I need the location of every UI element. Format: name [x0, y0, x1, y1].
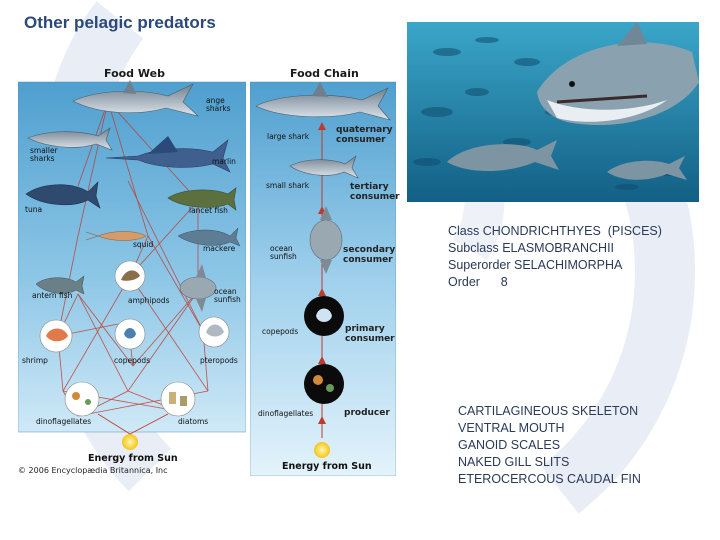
mackerel-illustration	[177, 227, 241, 247]
label-ocean-sunfish: ocean sunfish	[214, 287, 241, 304]
label-diatoms: diatoms	[178, 417, 209, 426]
food-chain-illustration	[250, 81, 396, 476]
label-marlin: marlin	[212, 157, 236, 166]
lancet-fish-illustration	[167, 187, 237, 211]
great-white-shark	[537, 22, 699, 126]
feature-skeleton: CARTILAGINEOUS SKELETON	[458, 404, 639, 418]
label-dinoflagellates: dinoflagellates	[36, 417, 92, 426]
food-chain-header: Food Chain	[290, 67, 359, 80]
food-chain-sun-caption: Energy from Sun	[282, 461, 372, 472]
label-shrimp: shrimp	[22, 356, 48, 365]
feature-mouth: VENTRAL MOUTH	[458, 421, 565, 435]
small-shark-illustration	[289, 155, 359, 179]
label-lantern-fish: antern fish	[32, 291, 73, 300]
marlin-illustration	[105, 136, 231, 173]
taxonomy-class: Class CHONDRICHTHYES (PISCES)	[448, 224, 662, 238]
chain-role-secondary: secondary consumer	[343, 245, 396, 265]
shark-photo	[407, 22, 699, 202]
squid-illustration	[85, 231, 147, 241]
copyright-notice: © 2006 Encyclopædia Britannica, Inc	[18, 466, 168, 475]
food-chain-diagram: Food Chain large shark quaternary consum…	[250, 66, 400, 476]
smaller-sharks-illustration	[27, 127, 113, 151]
feature-gill-slits: NAKED GILL SLITS	[458, 455, 570, 469]
taxonomy-subclass: Subclass ELASMOBRANCHII	[448, 241, 615, 255]
third-shark	[607, 156, 687, 180]
chain-sun-icon	[314, 442, 330, 458]
sun-icon	[122, 434, 138, 450]
food-web-sun-caption: Energy from Sun	[88, 453, 178, 464]
chain-organism-ocean-sunfish: ocean sunfish	[270, 244, 297, 261]
angel-shark-illustration	[72, 80, 200, 117]
label-mackerel: mackere	[203, 244, 236, 253]
chain-dinoflagellate-illustration	[304, 364, 344, 404]
label-smaller-sharks: smaller sharks	[30, 146, 58, 163]
shrimp-illustration	[39, 319, 73, 353]
label-squid: squid	[133, 240, 154, 249]
lantern-fish-illustration	[35, 275, 85, 295]
chain-organism-large-shark: large shark	[267, 132, 310, 141]
chain-role-quaternary: quaternary consumer	[336, 125, 393, 145]
second-shark	[447, 140, 559, 171]
large-shark-illustration	[255, 82, 391, 121]
taxonomy-text: Class CHONDRICHTHYES (PISCES) Subclass E…	[448, 223, 662, 291]
ocean-sunfish-illustration	[179, 264, 217, 312]
copepod-illustration	[114, 318, 146, 350]
chain-copepod-illustration	[304, 296, 344, 336]
energy-flow-arrows	[57, 100, 209, 417]
chain-organism-small-shark: small shark	[266, 181, 310, 190]
tuna-illustration	[25, 181, 101, 209]
diatoms-illustration	[160, 381, 196, 417]
pteropod-illustration	[198, 316, 230, 348]
feature-caudal-fin: ETEROCERCOUS CAUDAL FIN	[458, 472, 641, 486]
chain-organism-dinoflagellates: dinoflagellates	[258, 409, 314, 418]
label-angel-sharks: ange sharks	[206, 96, 231, 113]
label-lancet-fish: lancet fish	[189, 206, 228, 215]
label-amphipods: amphipods	[128, 296, 170, 305]
chain-role-primary: primary consumer	[345, 324, 395, 344]
food-web-diagram: Food Web ange sharks smaller sharks marl…	[18, 66, 246, 474]
feature-scales: GANOID SCALES	[458, 438, 561, 452]
dinoflagellates-illustration	[64, 381, 100, 417]
slide-title: Other pelagic predators	[24, 13, 216, 32]
food-web-illustration	[18, 80, 246, 450]
label-tuna: tuna	[25, 205, 43, 214]
chain-role-tertiary: tertiary consumer	[350, 182, 400, 202]
label-pteropods: pteropods	[200, 356, 238, 365]
label-copepods: copepods	[114, 356, 151, 365]
taxonomy-superorder: Superorder SELACHIMORPHA	[448, 258, 623, 272]
chain-role-producer: producer	[344, 408, 390, 418]
food-web-header: Food Web	[104, 67, 165, 80]
taxonomy-order: Order 8	[448, 275, 508, 289]
amphipod-illustration	[114, 260, 146, 292]
chain-organism-copepods: copepods	[262, 327, 299, 336]
chain-ocean-sunfish-illustration	[309, 206, 343, 274]
features-text: CARTILAGINEOUS SKELETON VENTRAL MOUTH GA…	[458, 403, 641, 488]
